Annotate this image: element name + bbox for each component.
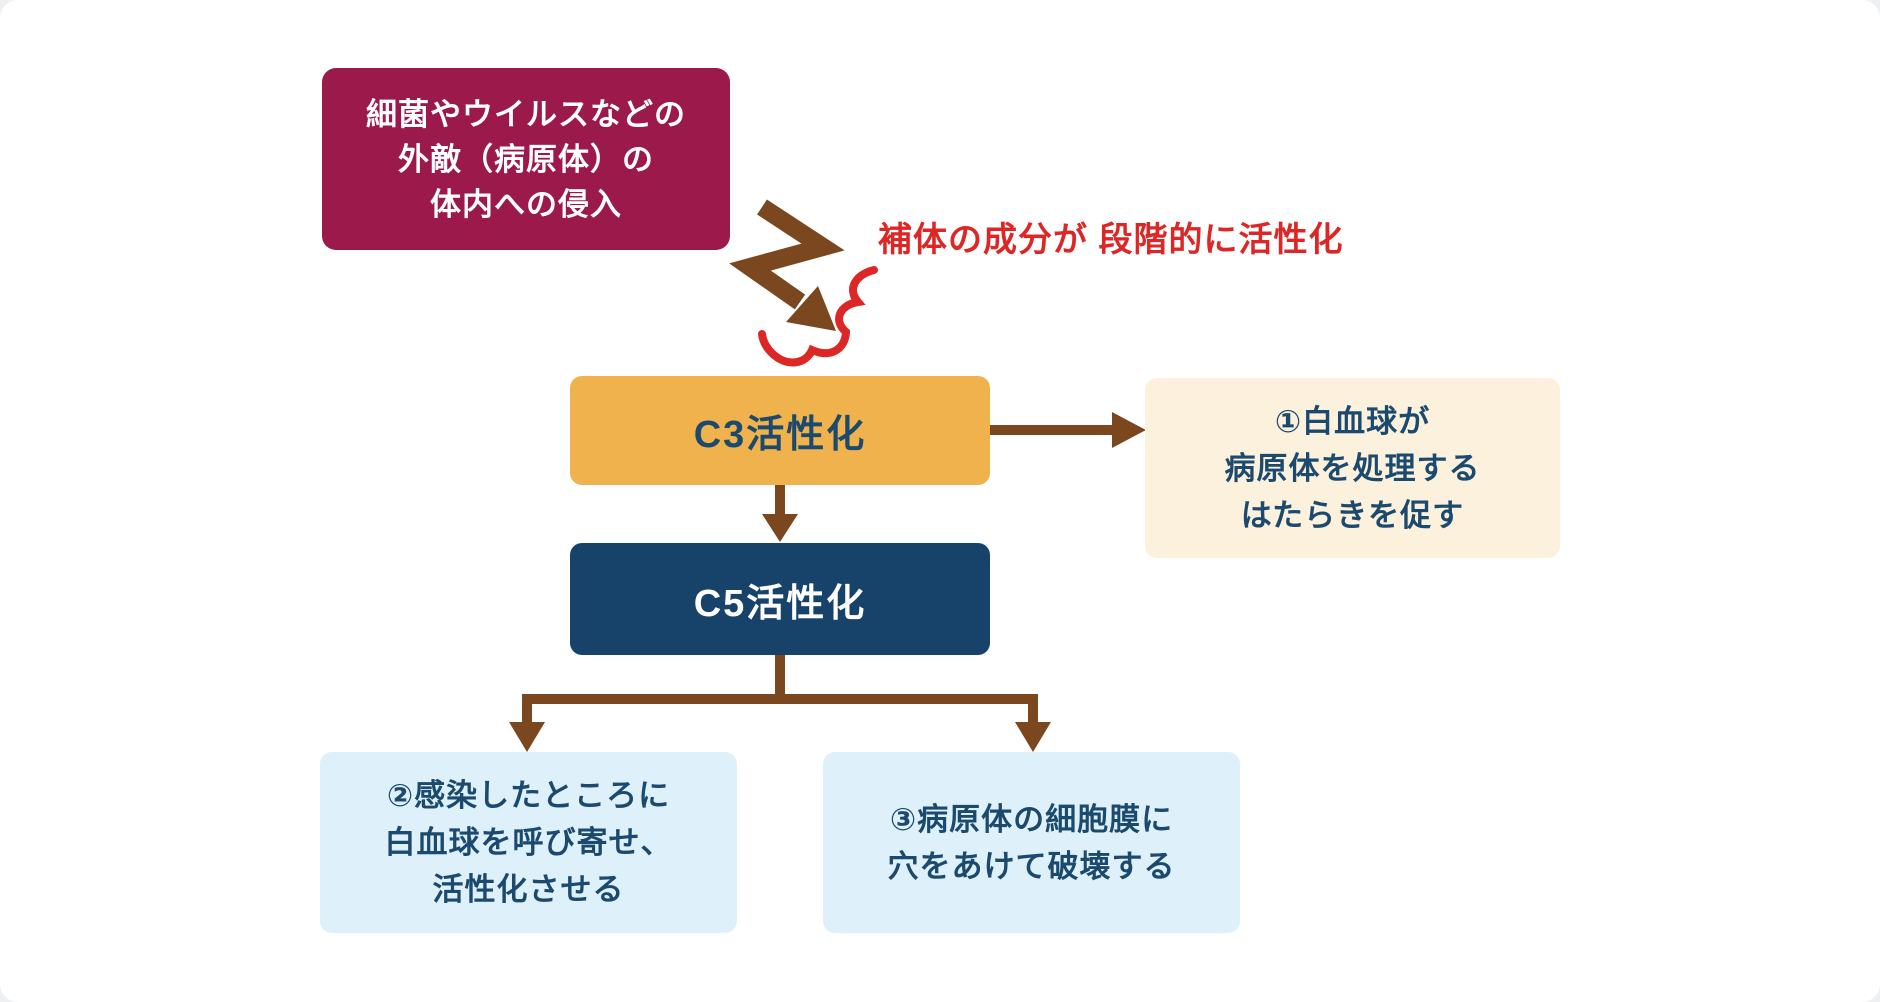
- effect2-line: ②感染したところに: [386, 778, 671, 813]
- c3-activation-box: C3活性化: [570, 376, 990, 485]
- effect1-line: はたらきを促す: [1240, 497, 1465, 533]
- c3-label: C3活性化: [693, 414, 867, 456]
- pathogen-box-line: 細菌やウイルスなどの: [366, 96, 686, 132]
- pathogen-invasion-box: 細菌やウイルスなどの 外敵（病原体）の 体内への侵入: [322, 68, 730, 250]
- effect3-membrane-destruction-box: ③病原体の細胞膜に 穴をあけて破壊する: [823, 752, 1240, 933]
- note-line: 段階的に活性化: [1098, 221, 1344, 259]
- note-line: 補体の成分が: [878, 221, 1088, 259]
- effect3-line: 穴をあけて破壊する: [887, 848, 1176, 884]
- effect2-line: 活性化させる: [432, 872, 625, 907]
- effect3-line: ③病原体の細胞膜に: [889, 801, 1174, 837]
- c5-label: C5活性化: [693, 582, 867, 625]
- arrow-c3-to-effect1: [988, 412, 1146, 448]
- branch-c5-to-effects: [509, 650, 1051, 752]
- impact-spark-icon: [758, 266, 878, 367]
- pathogen-box-line: 外敵（病原体）の: [398, 141, 654, 177]
- c5-activation-box: C5活性化: [570, 543, 990, 655]
- pathogen-box-line: 体内への侵入: [430, 186, 622, 222]
- effect1-line: 病原体を処理する: [1224, 450, 1481, 486]
- effect2-line: 白血球を呼び寄せ、: [384, 825, 673, 860]
- lightning-bolt-icon: [729, 199, 845, 331]
- arrow-c3-to-c5: [762, 483, 798, 542]
- complement-activation-note: 補体の成分が 段階的に活性化: [878, 212, 1343, 268]
- effect1-leukocyte-box: ①白血球が 病原体を処理する はたらきを促す: [1145, 378, 1560, 558]
- effect1-line: ①白血球が: [1274, 403, 1431, 439]
- effect2-recruitment-box: ②感染したところに 白血球を呼び寄せ、 活性化させる: [320, 752, 737, 933]
